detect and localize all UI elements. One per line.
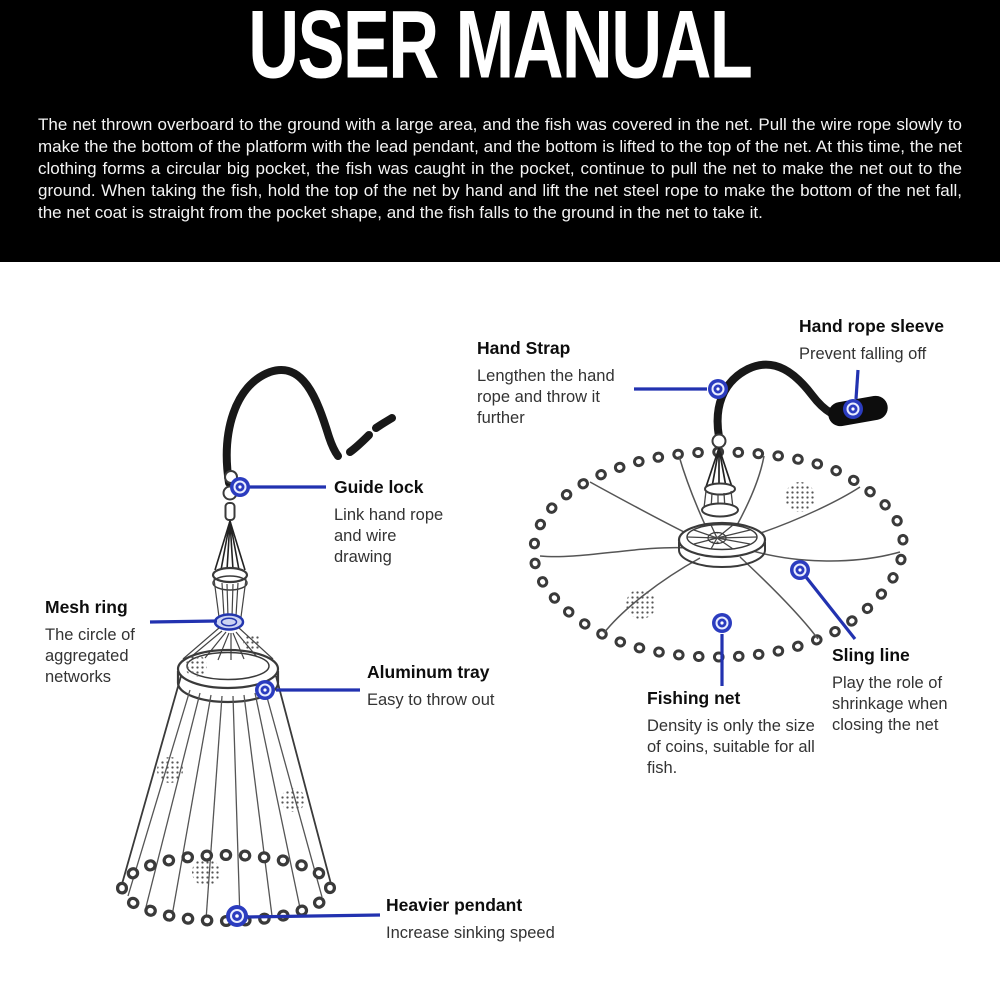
heavier-pendant-leader-line: [246, 913, 381, 919]
callout-desc: Play the role of shrinkage when closing …: [832, 674, 948, 735]
callout-heavier-pendant: Heavier pendant Increase sinking speed: [386, 895, 606, 944]
mesh-ring-leader-line: [149, 619, 218, 624]
callout-fishing-net: Fishing net Density is only the size of …: [647, 688, 819, 779]
closed-net-illustration: [116, 366, 396, 927]
open-net-illustration: [528, 360, 909, 663]
callout-hand-strap: Hand Strap Lengthen the hand rope and th…: [477, 338, 629, 429]
cast-net-illustrations: [116, 360, 909, 927]
callout-sling-line: Sling line Play the role of shrinkage wh…: [832, 645, 982, 736]
mesh-ring-marker-icon: [213, 613, 245, 631]
callout-title: Hand rope sleeve: [799, 316, 944, 336]
page-title: USER MANUAL: [248, 0, 753, 100]
leader-lines: [149, 369, 860, 919]
guide-lock-marker-icon: [230, 477, 250, 497]
callout-markers: [226, 379, 863, 927]
callout-title: Guide lock: [334, 477, 424, 497]
callout-desc: Lengthen the hand rope and throw it furt…: [477, 367, 615, 428]
header-banner: USER MANUAL The net thrown overboard to …: [0, 0, 1000, 262]
callout-desc: Prevent falling off: [799, 345, 927, 364]
callout-title: Aluminum tray: [367, 662, 490, 682]
heavier-pendant-marker-icon: [226, 905, 248, 927]
callout-desc: Easy to throw out: [367, 691, 495, 710]
hand-rope-sleeve-leader-line: [854, 369, 860, 400]
net-edge-chain: [528, 446, 909, 663]
callout-aluminum-tray: Aluminum tray Easy to throw out: [367, 662, 537, 711]
callout-title: Sling line: [832, 645, 910, 665]
callout-desc: The circle of aggregated networks: [45, 626, 135, 687]
callout-title: Hand Strap: [477, 338, 571, 358]
net-mesh-texture: [626, 482, 815, 619]
lead-chain: [116, 849, 337, 927]
callout-title: Heavier pendant: [386, 895, 523, 915]
callout-title: Mesh ring: [45, 597, 128, 617]
callout-desc: Density is only the size of coins, suita…: [647, 717, 815, 778]
sling-line-leader-line: [804, 576, 857, 640]
hand-rope-sleeve-marker-icon: [843, 399, 863, 419]
hand-strap-marker-icon: [708, 379, 728, 399]
sling-line-marker-icon: [790, 560, 810, 580]
fishing-net-marker-icon: [712, 613, 732, 633]
intro-paragraph: The net thrown overboard to the ground w…: [38, 115, 962, 222]
callout-mesh-ring: Mesh ring The circle of aggregated netwo…: [45, 597, 155, 688]
callout-hand-rope-sleeve: Hand rope sleeve Prevent falling off: [799, 316, 969, 365]
callout-desc: Link hand rope and wire drawing: [334, 506, 444, 567]
callout-desc: Increase sinking speed: [386, 924, 555, 943]
diagram-area: Hand rope sleeve Prevent falling off Han…: [0, 262, 1000, 1000]
callout-guide-lock: Guide lock Link hand rope and wire drawi…: [334, 477, 452, 568]
aluminum-tray-marker-icon: [255, 680, 275, 700]
callout-title: Fishing net: [647, 688, 741, 708]
net-mesh-texture: [157, 634, 305, 886]
